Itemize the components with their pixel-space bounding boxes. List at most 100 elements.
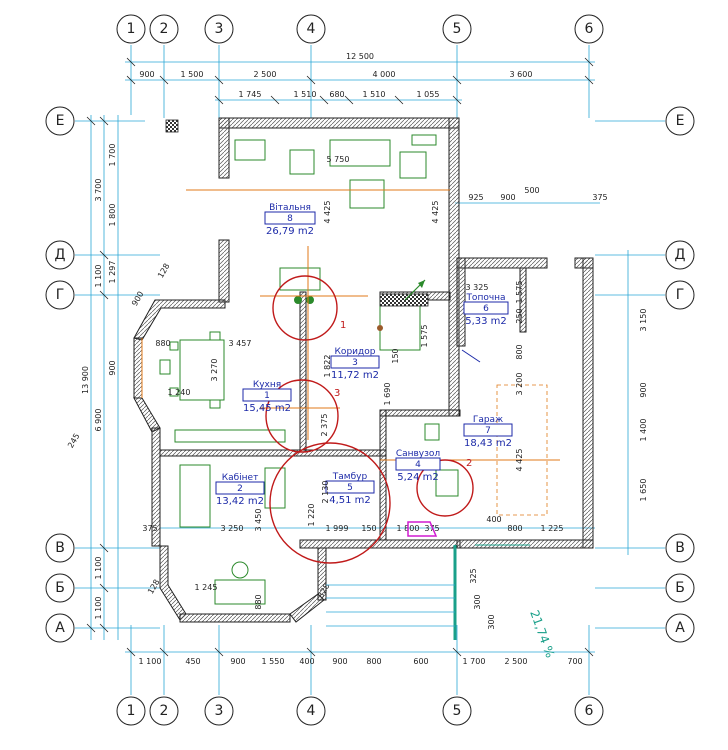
marker-circle-1 [272, 275, 338, 341]
dim-misc-5: 3 270 [210, 359, 219, 382]
dim-top2-5: 1 055 [417, 90, 440, 99]
dim-right-v-4: 1 650 [639, 479, 648, 502]
axis-D-right: Д [675, 247, 686, 263]
axis-1-bottom: 1 [127, 703, 136, 719]
axis-3-bottom: 3 [215, 703, 224, 719]
axis-E-right: Е [676, 113, 685, 129]
dim-bottom-1: 1 100 [139, 657, 162, 666]
axis-V-right: В [675, 540, 685, 556]
dim-misc-1: 4 425 [323, 201, 332, 224]
dim-left1-4: 1 100 [94, 557, 103, 580]
axis-4-top: 4 [307, 21, 316, 37]
dim-misc-21: 4 425 [515, 449, 524, 472]
dim-plan-b-8: 800 [507, 524, 522, 533]
axis-B-right: Б [675, 580, 685, 596]
dim-right-top-3: 500 [524, 186, 539, 195]
dim-misc-22: 2 130 [321, 481, 330, 504]
axis-2-bottom: 2 [160, 703, 169, 719]
furniture [159, 119, 548, 605]
dim-bottom-9: 1 700 [463, 657, 486, 666]
marker-circle-3 [265, 379, 339, 453]
dim-left1-5: 1 100 [94, 597, 103, 620]
room-name-garage: Гараж [473, 415, 503, 425]
dim-plan-b-7: 400 [486, 515, 501, 524]
room-num-cabinet: 2 [237, 484, 243, 494]
dim-top2-3: 680 [329, 90, 344, 99]
room-area-corridor: 11,72 m2 [331, 370, 379, 381]
room-num-living: 8 [287, 214, 293, 224]
dim-plan-b-1: 375 [142, 524, 157, 533]
room-area-garage: 18,43 m2 [464, 438, 512, 449]
dim-left2-2: 1 800 [108, 204, 117, 227]
room-labels: Вітальня 8 26,79 m2 Коридор 3 11,72 m2 К… [215, 203, 513, 507]
dim-misc-15: 150 [391, 348, 400, 363]
marker-label-1: 1 [340, 320, 346, 331]
marker-label-2: 2 [466, 458, 472, 469]
dim-misc-11: 3 450 [254, 509, 263, 532]
dim-right-v-1: 3 150 [639, 309, 648, 332]
dim-misc-6: 1 240 [168, 388, 191, 397]
room-name-vestibule: Тамбур [332, 472, 368, 482]
axis-G-left: Г [56, 287, 65, 303]
dim-misc-25: 245 [66, 432, 81, 450]
marker-circle-tambur [269, 442, 391, 564]
axis-D-left: Д [55, 247, 66, 263]
axis-E-left: Е [56, 113, 65, 129]
room-name-bathroom: Санвузол [396, 449, 440, 459]
room-name-cabinet: Кабінет [222, 473, 259, 483]
axis-B-left: Б [55, 580, 65, 596]
room-area-cabinet: 13,42 m2 [216, 496, 264, 507]
room-name-kitchen: Кухня [253, 380, 281, 390]
dim-left2-1: 1 700 [108, 144, 117, 167]
axis-grid [75, 45, 665, 695]
axis-bubbles-left: Е Д Г В Б А [45, 106, 75, 643]
dim-right-v-2: 900 [639, 382, 648, 397]
axis-A-right: А [675, 620, 685, 636]
dim-left1-2: 1 100 [94, 265, 103, 288]
dim-misc-0: 5 750 [327, 155, 350, 164]
dim-bottom-6: 900 [332, 657, 347, 666]
dim-misc-17: 3 325 [466, 283, 489, 292]
dim-top-overall: 12 500 [346, 52, 374, 61]
dim-plan-b-3: 1 999 [326, 524, 349, 533]
room-area-kitchen: 15,45 m2 [243, 403, 291, 414]
axis-6-bottom: 6 [585, 703, 594, 719]
dim-top-1: 900 [139, 70, 154, 79]
dim-misc-19: 1 575 [515, 281, 524, 304]
dim-plan-b-9: 1 225 [541, 524, 564, 533]
dim-top-2: 1 500 [181, 70, 204, 79]
dim-misc-23: 128 [156, 262, 171, 280]
dim-top-3: 2 500 [254, 70, 277, 79]
dim-misc-4: 3 457 [229, 339, 252, 348]
room-num-garage: 7 [485, 426, 491, 436]
walls [133, 117, 594, 623]
room-num-kitchen: 1 [264, 391, 270, 401]
room-area-vestibule: 4,51 m2 [329, 495, 371, 506]
axis-6-top: 6 [585, 21, 594, 37]
dim-misc-30: 300 [473, 594, 482, 609]
dim-left2-3: 1 297 [108, 261, 117, 284]
room-area-bathroom: 5,24 m2 [397, 472, 439, 483]
dim-misc-16: 800 [515, 344, 524, 359]
axis-5-top: 5 [453, 21, 462, 37]
dim-right-top-2: 900 [500, 193, 515, 202]
room-name-boiler: Топочна [465, 293, 505, 303]
dim-misc-3: 880 [155, 339, 170, 348]
room-name-corridor: Коридор [335, 347, 376, 357]
dimension-labels: 12 500 900 1 500 2 500 4 000 3 600 1 745… [81, 52, 648, 666]
dim-misc-9: 2 375 [320, 414, 329, 437]
room-area-living: 26,79 m2 [266, 226, 314, 237]
entrance-arrow-icon [404, 279, 481, 363]
room-num-bathroom: 4 [415, 460, 421, 470]
dim-top2-4: 1 510 [363, 90, 386, 99]
axis-5-bottom: 5 [453, 703, 462, 719]
dim-misc-8: 1 690 [383, 383, 392, 406]
dim-misc-2: 4 425 [431, 201, 440, 224]
dim-top2-1: 1 745 [239, 90, 262, 99]
room-area-boiler: 5,33 m2 [465, 316, 507, 327]
dim-left-overall: 13 900 [81, 366, 90, 394]
dim-misc-24: 900 [130, 290, 145, 308]
dim-misc-31: 300 [487, 614, 496, 629]
ramp: 21,74 % [326, 544, 557, 660]
